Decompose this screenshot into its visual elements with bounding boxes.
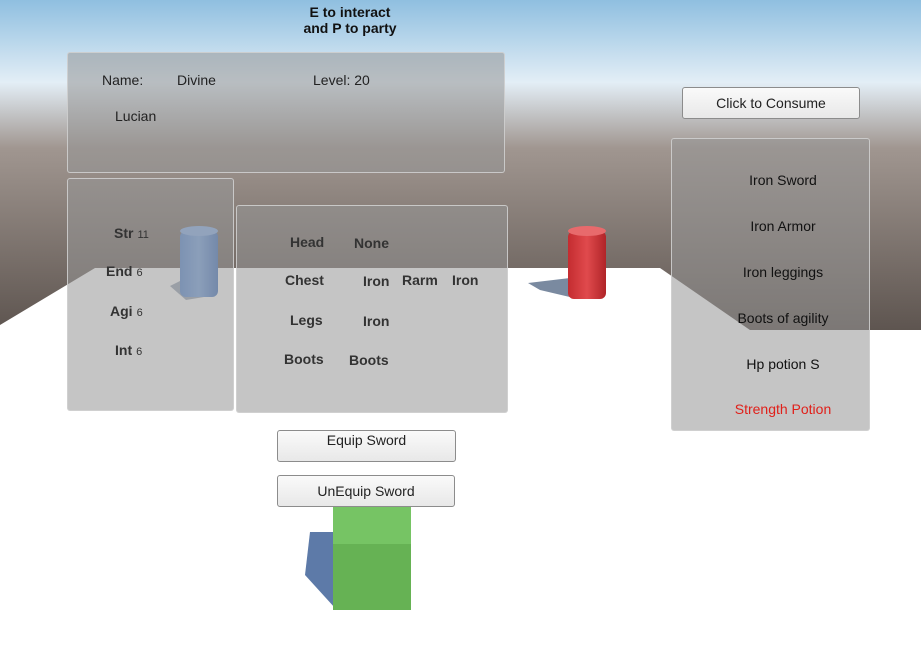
equip-sword-button[interactable]: Equip Sword: [277, 430, 456, 462]
equip-head-value: None: [354, 235, 389, 251]
stat-end-value: 6: [136, 267, 143, 279]
inventory-item-iron-leggings[interactable]: Iron leggings: [742, 264, 824, 280]
consume-button[interactable]: Click to Consume: [682, 87, 860, 119]
stat-end-label: End: [106, 263, 133, 279]
equip-head-label: Head: [290, 234, 325, 250]
equip-legs-value: Iron: [363, 313, 390, 329]
equip-boots-value: Boots: [349, 352, 389, 368]
equip-legs-label: Legs: [290, 312, 323, 328]
character-level: Level: 20: [313, 72, 370, 88]
inventory-item-hp-potion-s[interactable]: Hp potion S: [746, 356, 820, 372]
stat-agi-value: 6: [136, 307, 143, 319]
unequip-sword-button[interactable]: UnEquip Sword: [277, 475, 455, 507]
equip-chest-label: Chest: [285, 272, 324, 288]
stat-int-label: Int: [115, 342, 133, 358]
inventory-item-boots-of-agility[interactable]: Boots of agility: [737, 310, 829, 326]
red-cylinder: [568, 231, 606, 299]
hint-line-1: E to interact: [309, 4, 391, 20]
character-name-first: Divine: [177, 72, 216, 88]
red-cylinder-shadow: [528, 278, 574, 298]
inventory-item-strength-potion[interactable]: Strength Potion: [734, 401, 832, 417]
inventory-item-iron-sword[interactable]: Iron Sword: [749, 172, 817, 188]
inventory-panel: Iron Sword Iron Armor Iron leggings Boot…: [671, 138, 870, 431]
green-cube-shadow: [305, 532, 335, 608]
equipment-panel: Head None Chest Iron Rarm Iron Legs Iron…: [236, 205, 508, 413]
stat-agi-label: Agi: [110, 303, 133, 319]
hint-line-2: and P to party: [303, 20, 397, 36]
stat-int-value: 6: [136, 346, 143, 358]
equip-chest-value: Iron: [363, 273, 390, 289]
stat-str-value: 11: [137, 229, 149, 241]
character-name-last: Lucian: [115, 108, 157, 124]
controls-hint: E to interact and P to party: [280, 4, 420, 36]
stat-str-label: Str: [114, 225, 134, 241]
equip-boots-label: Boots: [284, 351, 324, 367]
equip-rarm-value: Iron: [452, 272, 479, 288]
name-label: Name:: [102, 72, 144, 88]
character-info-panel: Name: Divine Level: 20 Lucian: [67, 52, 505, 173]
equip-rarm-label: Rarm: [402, 272, 438, 288]
inventory-item-iron-armor[interactable]: Iron Armor: [750, 218, 816, 234]
